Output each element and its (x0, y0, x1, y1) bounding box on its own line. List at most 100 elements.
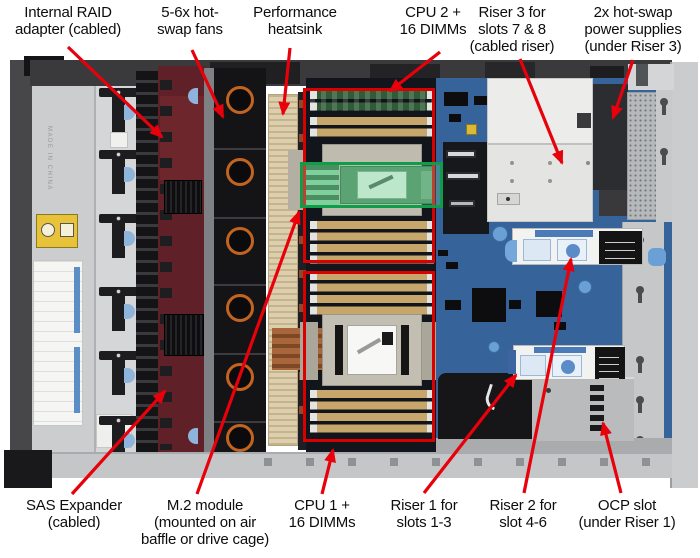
drive-latch (99, 150, 138, 194)
heatsink-side-bar (401, 325, 409, 375)
chassis-right-wall (670, 62, 698, 488)
cable-connector (446, 172, 480, 180)
card-diagram (552, 355, 582, 377)
cpu-install-label (347, 325, 397, 375)
fan-cage (214, 68, 266, 452)
drive-latch (99, 287, 138, 331)
retention-clip (188, 88, 198, 104)
screw (510, 179, 514, 183)
board-component (474, 96, 488, 105)
warning-label (36, 214, 78, 248)
keyhole-slot (659, 148, 669, 165)
small-label (110, 132, 128, 148)
retention-clip (188, 428, 198, 444)
board-heatsink (164, 314, 204, 356)
card-black-panel (599, 231, 642, 264)
fan-rotor-ring (226, 158, 254, 186)
board-component (444, 92, 468, 106)
fan-rotor-ring (226, 294, 254, 322)
card-diagram (557, 239, 587, 261)
warning-glyph (41, 223, 55, 237)
callout-performance-heatsink: Performance heatsink (253, 4, 337, 38)
retention-clip (508, 350, 516, 374)
callout-riser2: Riser 2 for slot 4-6 (489, 497, 557, 531)
retention-clip (505, 240, 517, 262)
m2-module-label (357, 171, 407, 199)
cpu1-heatsink (322, 314, 422, 386)
sas-expander-board (158, 66, 206, 462)
bmc-chip (472, 288, 506, 322)
screw (510, 161, 514, 165)
callout-cpu2-dimms: CPU 2 + 16 DIMMs (399, 4, 467, 38)
keyhole-slot (659, 98, 669, 115)
board-component (536, 291, 562, 317)
m2-highlight-box (300, 162, 443, 208)
keyhole-slot (635, 396, 645, 413)
rail-notches (230, 458, 660, 466)
fan-module-seam (214, 148, 266, 150)
callout-riser3: Riser 3 for slots 7 & 8 (cabled riser) (469, 4, 555, 55)
callout-cpu1-dimms: CPU 1 + 16 DIMMs (288, 497, 356, 531)
processor-board (306, 78, 446, 452)
fan-rotor-ring (226, 227, 254, 255)
diagram-circle (561, 360, 575, 374)
dimm-bank (310, 221, 434, 264)
cable-connector (446, 150, 476, 158)
drive-backplane-connectors (136, 68, 158, 458)
bay-lower-panel (488, 145, 592, 221)
m2-module-cap (421, 171, 433, 199)
keyhole-slot (635, 356, 645, 373)
label-blue-strip (74, 267, 80, 333)
drive-latch (99, 351, 138, 395)
callout-sas-expander: SAS Expander (cabled) (26, 497, 122, 531)
m2-heat-pipes (303, 165, 339, 205)
drive-latch (99, 88, 138, 132)
performance-heatsink-array (268, 94, 298, 446)
dimm-bank (310, 272, 434, 315)
screw (548, 161, 552, 165)
retention-clip (648, 248, 666, 266)
cable-bay (443, 142, 489, 234)
callout-riser1: Riser 1 for slots 1-3 (390, 497, 458, 531)
made-in-china-text: MADE IN CHINA (46, 126, 52, 191)
fan-module-seam (214, 217, 266, 219)
callout-power-supplies: 2x hot-swap power supplies (under Riser … (584, 4, 682, 55)
mesh-flange (656, 84, 672, 222)
card-blue-strip (534, 347, 586, 353)
service-label-card (33, 260, 83, 426)
bay-slit (577, 113, 591, 128)
card-blue-strip (535, 230, 593, 237)
chassis-left-rail (10, 60, 34, 488)
board-component (438, 250, 448, 256)
cable-duct (438, 373, 534, 439)
card-black-panel (595, 347, 625, 379)
thumbscrew (578, 280, 592, 294)
thumbscrew (492, 226, 508, 242)
card-diagram (523, 239, 551, 261)
riser2-label-card (512, 228, 643, 265)
drive-latch (99, 214, 138, 258)
board-component (445, 300, 461, 310)
board-component (446, 262, 458, 269)
cable-connector (449, 200, 475, 207)
corner-bracket (628, 64, 674, 90)
board-rail (204, 68, 214, 460)
card-diagram (520, 355, 546, 376)
heatsink-bracket (422, 322, 440, 380)
m2-module (340, 166, 434, 204)
heatsink-side-bar (335, 325, 343, 375)
dimm-bank-installed (310, 91, 434, 111)
thumbscrew (488, 341, 500, 353)
chassis-bottom-edge (30, 452, 672, 478)
chassis-foot (4, 450, 52, 488)
screw (586, 161, 590, 165)
fan-module-seam (214, 353, 266, 355)
callout-m2-module: M.2 module (mounted on air baffle or dri… (140, 497, 270, 548)
cpu1-dimm-outline (303, 271, 435, 442)
warning-glyph (60, 223, 74, 237)
fan-rotor-ring (226, 363, 254, 391)
keyhole-slot (635, 286, 645, 303)
latch-dot (506, 197, 510, 201)
fan-module-seam (214, 421, 266, 423)
